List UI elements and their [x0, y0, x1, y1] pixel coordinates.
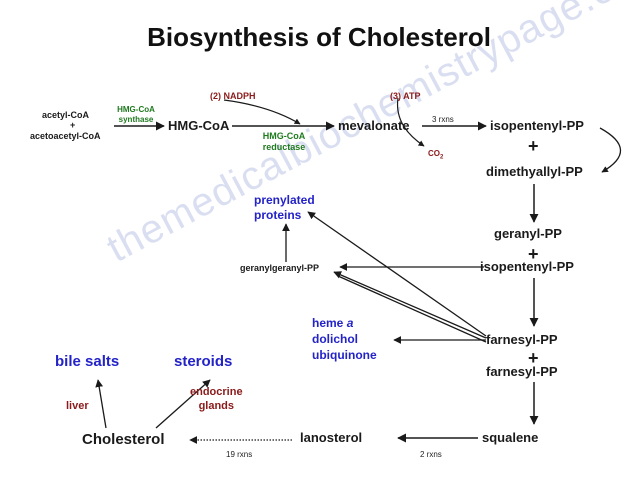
cofactor-nadph: (2) NADPH — [210, 91, 256, 101]
arrow-atp-co2 — [396, 97, 425, 147]
co2-label: CO — [428, 149, 440, 158]
enzyme-label: reductase — [262, 142, 306, 152]
node-farnesyl-pp-2: farnesyl-PP — [486, 364, 558, 379]
arrow-cholesterol-to-bile-salts — [95, 379, 107, 429]
product-label: prenylated — [254, 193, 315, 207]
arrow-nadph — [223, 99, 301, 125]
enzyme-label: synthase — [118, 115, 154, 124]
reaction-count-3: 3 rxns — [432, 115, 454, 124]
node-geranyl-pp: geranyl-PP — [494, 226, 562, 241]
node-geranylgeranyl-pp: geranylgeranyl-PP — [240, 263, 320, 273]
product-label: ubiquinone — [312, 348, 377, 362]
node-squalene: squalene — [482, 430, 539, 445]
node-hmg-coa: HMG-CoA — [168, 118, 230, 133]
tissue-liver: liver — [66, 400, 89, 412]
product-bile-salts: bile salts — [55, 353, 120, 370]
product-label: heme — [312, 316, 347, 330]
node-acetyl-coa: acetyl-CoA — [42, 110, 90, 120]
enzyme-label: HMG-CoA — [262, 131, 306, 141]
tissue-endocrine-glands: endocrine glands — [190, 385, 243, 413]
node-mevalonate: mevalonate — [338, 118, 410, 133]
page-title: Biosynthesis of Cholesterol — [147, 22, 491, 52]
co2-subscript: 2 — [440, 154, 444, 161]
arrow-farnesyl-to-prenylated — [307, 211, 487, 337]
arrow-farnesyl-to-geranylgeranyl-1 — [333, 271, 487, 339]
plus-sign: + — [528, 136, 539, 156]
enzyme-hmg-coa-synthase: HMG-CoA synthase — [112, 105, 160, 125]
reaction-count-2: 2 rxns — [420, 450, 442, 459]
plus-sign: + — [528, 244, 539, 264]
product-label: a — [346, 316, 354, 330]
product-label: proteins — [254, 208, 302, 222]
node-isopentenyl-pp: isopentenyl-PP — [490, 118, 584, 133]
reaction-count-19: 19 rxns — [226, 450, 253, 459]
cofactor-co2: CO2 — [428, 149, 443, 161]
node-isopentenyl-pp-2: isopentenyl-PP — [480, 259, 574, 274]
plus-sign: + — [70, 120, 76, 130]
node-cholesterol: Cholesterol — [82, 431, 165, 448]
product-prenylated-proteins: prenylated proteins — [254, 193, 315, 223]
product-heme-dolichol-ubiquinone: heme a dolichol ubiquinone — [312, 315, 377, 363]
arrow-cholesterol-to-steroids — [155, 379, 211, 429]
tissue-label: endocrine — [190, 386, 243, 398]
node-acetoacetyl-coa: acetoacetyl-CoA — [30, 131, 101, 141]
product-steroids: steroids — [174, 353, 233, 370]
product-heme-a: heme a — [312, 315, 377, 331]
arrow-farnesyl-to-geranylgeranyl-2 — [337, 275, 487, 343]
node-dimethyallyl-pp: dimethyallyl-PP — [486, 164, 583, 179]
enzyme-label: HMG-CoA — [117, 105, 155, 114]
product-label: dolichol — [312, 332, 358, 346]
node-lanosterol: lanosterol — [300, 430, 363, 445]
arrow-isomerase-loop — [599, 127, 622, 173]
tissue-label: glands — [198, 400, 235, 412]
node-farnesyl-pp: farnesyl-PP — [486, 332, 558, 347]
enzyme-hmg-coa-reductase: HMG-CoA reductase — [252, 131, 316, 153]
cofactor-atp: (3) ATP — [390, 91, 421, 101]
plus-sign: + — [528, 348, 539, 368]
